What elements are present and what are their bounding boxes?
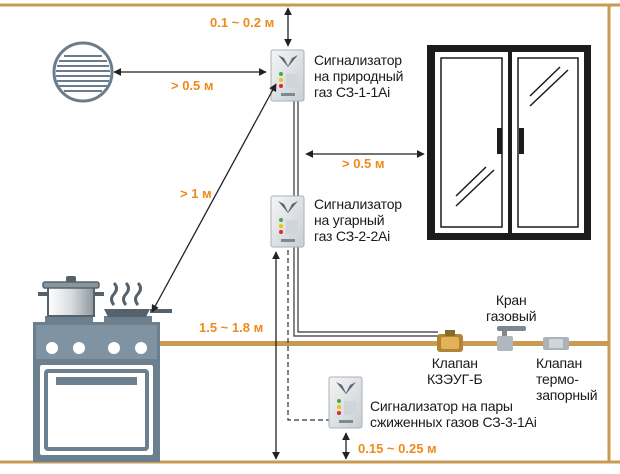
ceiling-gap-label: 0.1 ~ 0.2 м [210, 15, 275, 30]
window-distance-label: > 0.5 м [342, 156, 385, 171]
lpg-line-2: сжиженных газов СЗ-3-1Ai [370, 414, 537, 430]
wiring [287, 100, 438, 421]
dimension-arrows [113, 7, 425, 460]
lpg-detector-label: Сигнализатор на пары сжиженных газов СЗ-… [370, 398, 537, 430]
co-line-2: на угарный [314, 212, 385, 228]
stove-distance-label: > 1 м [180, 186, 212, 201]
co-line-3: газ СЗ-2-2Ai [314, 228, 391, 244]
natural-gas-detector-label: Сигнализатор на природный газ СЗ-1-1Ai [314, 52, 403, 100]
pot-icon [38, 276, 104, 317]
co-height-label: 1.5 ~ 1.8 м [199, 320, 264, 335]
lpg-height-label: 0.15 ~ 0.25 м [358, 441, 437, 456]
frying-pan-icon [104, 281, 172, 317]
co-detector-label: Сигнализатор на угарный газ СЗ-2-2Ai [314, 196, 402, 244]
vent-distance-label: > 0.5 м [171, 78, 214, 93]
gas-detector-icon [328, 376, 363, 429]
valve-kzeug-line-1: Клапан [431, 355, 478, 371]
valve-kzeug-line-2: КЗЭУГ-Б [427, 371, 483, 387]
gas-tap-line-2: газовый [486, 308, 537, 324]
stove-icon [33, 316, 160, 462]
gas-detector-icon [270, 49, 305, 102]
valve-thermo-line-1: Клапан [536, 355, 583, 371]
valve-thermo-line-2: термо- [536, 371, 579, 387]
gas-valve-icon [437, 330, 463, 352]
gas-tap-line-1: Кран [495, 292, 527, 308]
gas-tap-label: Кран газовый [486, 292, 537, 324]
natural-gas-line-3: газ СЗ-1-1Ai [314, 84, 391, 100]
vent-grille-icon [52, 41, 114, 103]
co-line-1: Сигнализатор [314, 196, 402, 212]
gas-detector-icon [270, 195, 305, 248]
window-icon [427, 45, 591, 240]
valve-thermo-label: Клапан термо- запорный [536, 355, 598, 403]
natural-gas-line-1: Сигнализатор [314, 52, 402, 68]
lpg-line-1: Сигнализатор на пары [370, 398, 513, 414]
gas-valve-icon [497, 326, 526, 351]
gas-valve-icon [543, 337, 569, 350]
valve-thermo-line-3: запорный [536, 387, 598, 403]
gas-pipe [140, 341, 609, 346]
natural-gas-line-2: на природный [314, 68, 404, 84]
valve-kzeug-label: Клапан КЗЭУГ-Б [427, 355, 483, 387]
